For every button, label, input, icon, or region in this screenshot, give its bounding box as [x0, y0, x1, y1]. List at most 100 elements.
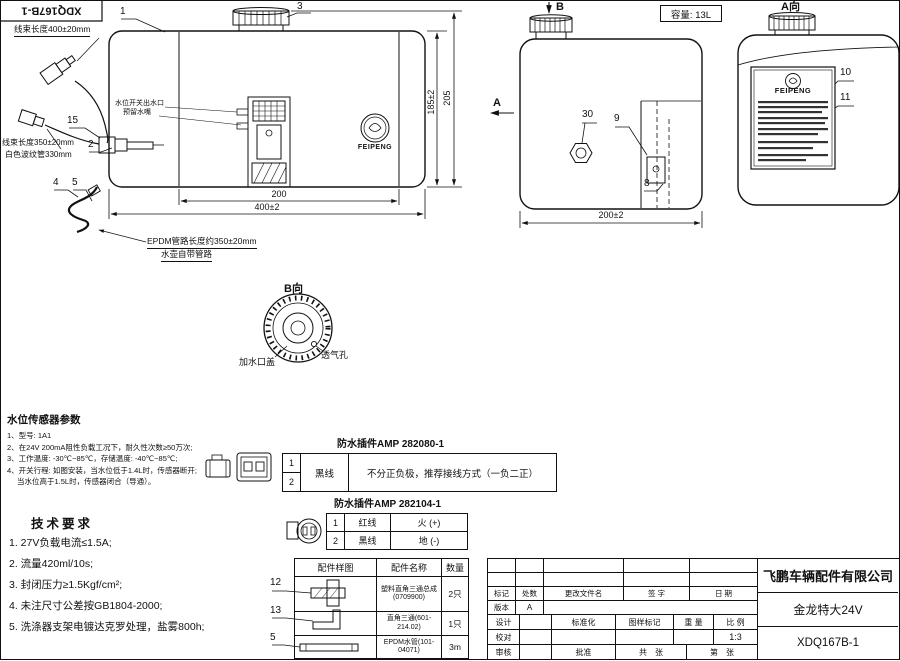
a-view-title: A向	[781, 1, 800, 13]
titleblock-rev-date: 日 期	[690, 587, 758, 601]
titleblock-role-design: 设计	[488, 615, 520, 630]
titleblock-blank-cell	[516, 559, 544, 573]
titleblock-blank-cell	[690, 559, 758, 573]
epdm-tube	[67, 186, 98, 234]
balloon-11: 11	[840, 92, 851, 103]
titleblock-scale-value: 1:3	[714, 630, 758, 645]
connector1-note: 不分正负极，推荐接线方式（一负二正）	[366, 468, 538, 480]
pump-connector-icon	[39, 54, 76, 86]
balloon-1: 1	[120, 6, 126, 17]
titleblock-drawing-no: XDQ167B-1	[796, 636, 859, 649]
connector2-wire: 红线	[345, 514, 391, 532]
parts-sketch-cell	[295, 636, 377, 658]
titleblock-blank-cell	[520, 630, 552, 645]
view-a-label: A	[493, 97, 501, 109]
sensor-param-line: 当水位高于1.5L时，传感器闭合（导通）。	[17, 477, 156, 487]
parts-qty-cell: 2只	[442, 577, 468, 612]
main-view-art	[17, 7, 462, 243]
titleblock-stamp-scale: 比 例	[714, 615, 758, 630]
parts-name-cell: 塑料直角三通总成 (0709900)	[377, 577, 442, 612]
titleblock-blank-cell	[544, 559, 624, 573]
tech-req-line: 2. 流量420ml/10s;	[9, 558, 94, 571]
parts-header-name: 配件名称	[377, 559, 442, 577]
titleblock-blank-cell	[488, 573, 516, 587]
balloon-2: 2	[88, 139, 94, 150]
titleblock-rev-sign: 签 字	[624, 587, 690, 601]
tech-req-line: 5. 洗涤器支架电镀达克罗处理，盐雾800h;	[9, 621, 205, 634]
vent-label: 透气孔	[321, 350, 349, 360]
dim-total-width: 400±2	[254, 202, 280, 212]
titleblock-version-label: 版本	[488, 601, 516, 615]
tech-req-title: 技术要求	[31, 517, 94, 531]
connector1-pin1: 1	[283, 454, 301, 473]
balloon-30: 30	[582, 109, 594, 120]
nameplate-logo-text: FEIPENG	[774, 86, 812, 95]
part-code: (0709900)	[393, 594, 425, 601]
connector2-role: 地 (-)	[418, 536, 440, 546]
connector2-role: 火 (+)	[391, 514, 467, 532]
titleblock-stamp-mark: 图样标记	[616, 615, 674, 630]
titleblock-rev-doc: 更改文件名	[544, 587, 624, 601]
white-tube-label: 白色波纹管330mm	[5, 150, 72, 159]
feipeng-logo-text: FEIPENG	[357, 144, 393, 151]
titleblock-blank-cell	[690, 573, 758, 587]
connector1-pin2: 2	[283, 473, 301, 491]
sensor-param-line: 4、开关行程: 如图安装，当水位低于1.4L时，传感器断开;	[7, 465, 198, 475]
title-block: 标记 处数 更改文件名 签 字 日 期 版本 A 设计 标准化 图样标记 重 量…	[487, 558, 900, 660]
dim-inner-width: 200	[271, 189, 287, 199]
connector1-title: 防水插件AMP 282080-1	[337, 439, 445, 450]
parts-balloon-5: 5	[270, 632, 276, 643]
connector1-wire: 黑线	[301, 454, 349, 491]
tech-req-line: 1. 27V负载电流≤1.5A;	[9, 537, 112, 550]
section-b-label: B	[556, 1, 564, 13]
harness-400-label: 线束长度400±20mm	[14, 24, 91, 37]
titleblock-blank-cell	[516, 573, 544, 587]
logo-circle-icon	[360, 113, 390, 143]
hex-nut-icon	[569, 143, 593, 163]
vent-hole-icon	[310, 340, 318, 348]
cap-label: 加水口盖	[239, 357, 276, 367]
parts-balloon-13: 13	[270, 605, 282, 616]
titleblock-blank-cell	[624, 573, 690, 587]
parts-name-cell: 直角三通(601-214.02)	[377, 612, 442, 636]
parts-sketch-cell	[295, 577, 377, 612]
capacity-box: 容量: 13L	[660, 5, 722, 22]
sensor-param-line: 3、工作温度: -30℃~85℃，存储温度: -40℃~85℃;	[7, 454, 178, 464]
part-name: 直角三通(601-214.02)	[386, 615, 432, 631]
dim-body-height: 185±2	[425, 89, 436, 115]
titleblock-sheet-no: 第 张	[687, 645, 758, 659]
parts-balloon-12: 12	[270, 577, 282, 588]
connector2-table: 1 红线 火 (+) 2 黑线 地 (-)	[326, 513, 468, 550]
capacity-label: 容量: 13L	[670, 9, 712, 21]
titleblock-blank-cell	[616, 630, 674, 645]
titleblock-approve: 批准	[552, 645, 616, 659]
dim-total-height: 205	[441, 90, 452, 106]
part-sketches	[272, 579, 359, 652]
epdm-note-label: EPDM管路长度约350±20mm	[147, 236, 257, 249]
part-name: EPDM水管(101-04071)	[383, 638, 435, 654]
titleblock-rev-mark: 标记	[488, 587, 516, 601]
reserved-nozzle-label: 预留水嘴	[123, 109, 151, 116]
connector2-pin: 1	[327, 514, 345, 532]
parts-header-qty: 数量	[442, 559, 468, 577]
corner-drawing-number: XDQ167B-1	[21, 4, 82, 17]
sensor-params-block: 水位传感器参数 1、型号: 1A1 2、在24V 200mA阻性负载工况下，耐久…	[7, 414, 252, 488]
connector2-wire: 黑线	[345, 532, 391, 549]
harness-350-label: 线束长度350±20mm	[2, 138, 74, 147]
balloon-4: 4	[53, 177, 59, 188]
tech-req-line: 4. 未注尺寸公差按GB1804-2000;	[9, 600, 163, 613]
titleblock-blank-cell	[520, 645, 552, 659]
balloon-10: 10	[840, 67, 852, 78]
main-dimension-lines	[108, 10, 462, 219]
connector2-sketch	[286, 518, 322, 544]
titleblock-sheet-total: 共 张	[616, 645, 687, 659]
tech-req-block: 技术要求 1. 27V负载电流≤1.5A; 2. 流量420ml/10s; 3.…	[9, 517, 271, 638]
side-view-art	[490, 2, 703, 228]
titleblock-blank-cell	[552, 630, 616, 645]
nameplate	[750, 66, 836, 170]
titleblock-version-value: A	[516, 601, 544, 615]
balloon-3: 3	[297, 1, 303, 12]
connector2-pin: 2	[327, 532, 345, 549]
